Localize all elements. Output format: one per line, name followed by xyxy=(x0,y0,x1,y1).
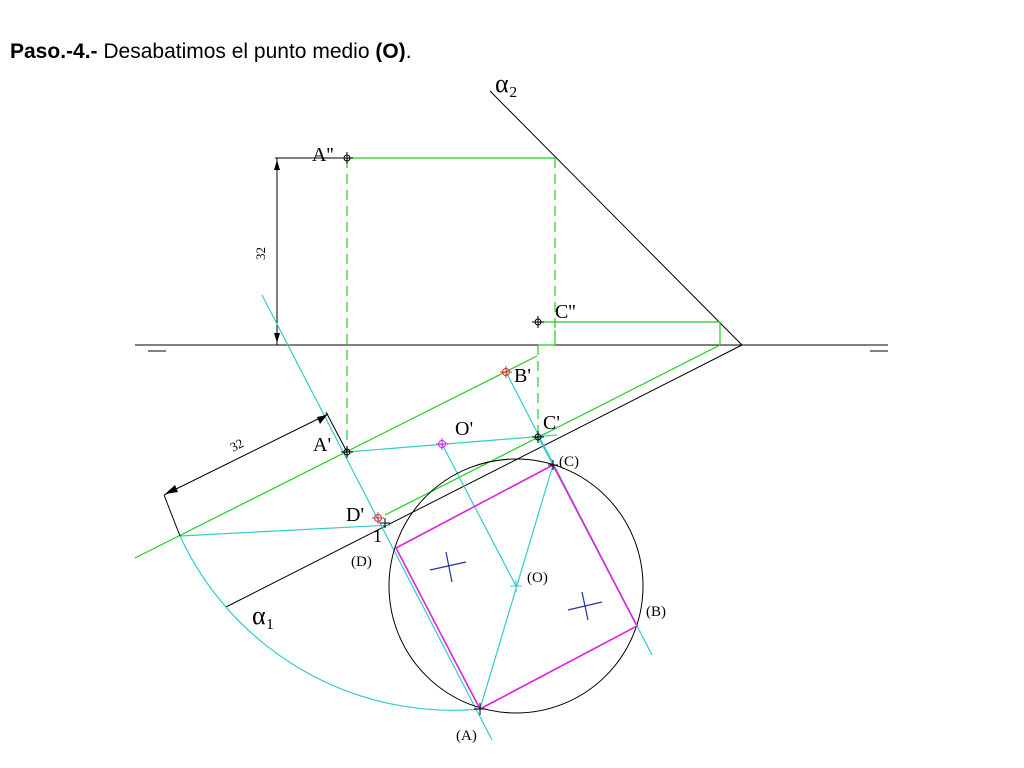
dim-oblique-line xyxy=(163,413,329,496)
point-a-rotated xyxy=(474,703,486,715)
label-a2: A'' xyxy=(312,144,334,166)
label-d-rotated: (D) xyxy=(351,554,372,570)
point-1 xyxy=(380,518,390,528)
point-c-rotated xyxy=(548,460,558,470)
cyan-rotation-arc xyxy=(179,535,481,711)
point-a2 xyxy=(341,152,353,164)
label-c1: C' xyxy=(543,412,560,434)
title-end: . xyxy=(405,40,412,62)
label-c2: C'' xyxy=(555,301,576,323)
square-circumcircle xyxy=(388,458,644,714)
blue-mark-1b xyxy=(445,551,453,583)
blue-mark-2b xyxy=(581,591,589,621)
cyan-radius-line xyxy=(179,524,391,537)
point-o1 xyxy=(436,438,448,450)
label-alpha1: α₁ xyxy=(252,601,275,630)
dim-arrow-top xyxy=(274,160,280,170)
label-d1: D' xyxy=(346,504,364,526)
point-c2 xyxy=(532,316,544,328)
dim-oblique-ext-right xyxy=(325,411,348,453)
label-b-rotated: (B) xyxy=(646,604,666,620)
dim-oblique-ext-left xyxy=(163,494,181,537)
dim-arrow-bottom xyxy=(274,333,280,343)
label-alpha2: α₂ xyxy=(495,69,518,98)
dim-oblique-label: 32 xyxy=(228,435,246,454)
dim-vertical-label: 32 xyxy=(253,247,268,260)
green-parallel-upper xyxy=(134,355,538,559)
dim-oblique-arrow-left xyxy=(165,485,178,494)
label-c-rotated: (C) xyxy=(559,454,579,470)
label-a-rotated: (A) xyxy=(456,728,477,744)
trace-alpha2 xyxy=(489,90,743,346)
cyan-a-c xyxy=(346,434,558,453)
dim-oblique-arrow-right xyxy=(317,415,327,424)
cyan-o-perp xyxy=(441,443,517,587)
label-b1: B' xyxy=(514,365,531,387)
trace-alpha1 xyxy=(225,344,743,608)
label-one: 1 xyxy=(373,526,382,546)
point-b1 xyxy=(500,366,512,378)
label-a1: A' xyxy=(313,434,331,456)
title-step: Paso.-4.- xyxy=(10,40,98,62)
title-point: (O) xyxy=(375,40,406,62)
label-o1: O' xyxy=(455,418,473,440)
point-o-rotated xyxy=(510,580,522,592)
title-text: Desabatimos el punto medio xyxy=(97,40,376,62)
point-d1 xyxy=(372,512,384,524)
slide-title: Paso.-4.- Desabatimos el punto medio (O)… xyxy=(10,38,412,62)
point-a1 xyxy=(341,446,353,458)
point-c1 xyxy=(532,431,544,443)
label-o-rotated: (O) xyxy=(527,570,548,586)
green-parallel-lower xyxy=(384,344,721,516)
cyan-c-short xyxy=(537,436,554,466)
blue-mark-1a xyxy=(429,561,467,571)
